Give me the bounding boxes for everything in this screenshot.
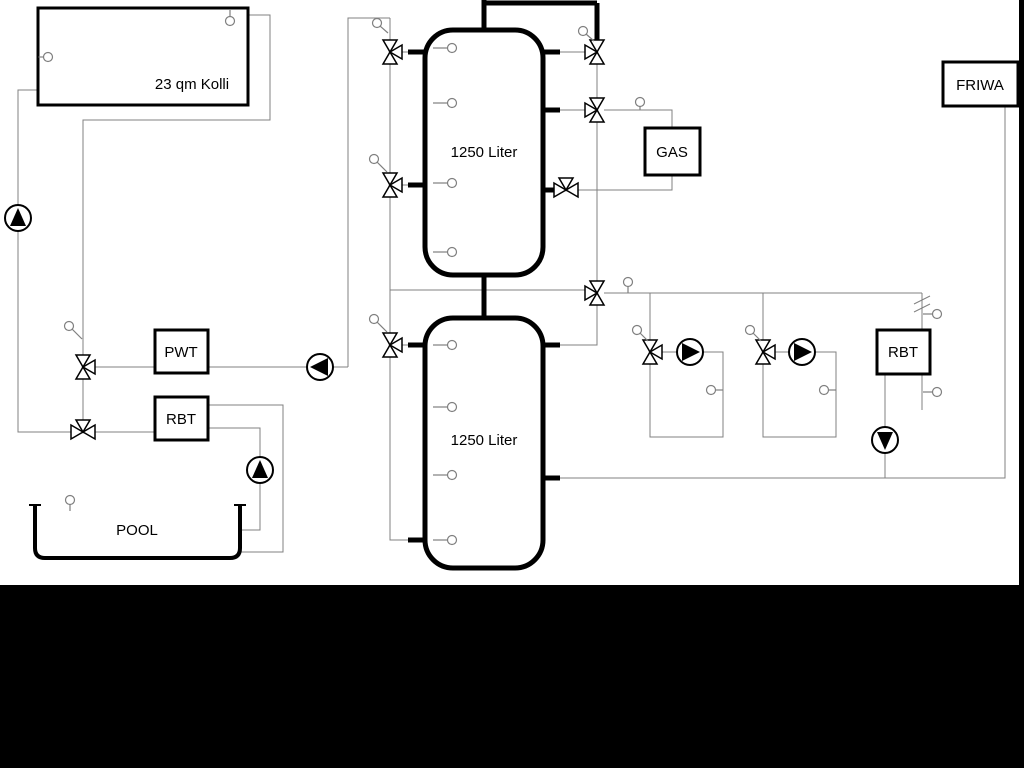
sensor-icon bbox=[368, 153, 380, 165]
three-way-valve-icon bbox=[754, 339, 776, 365]
sensor-icon bbox=[577, 25, 589, 37]
plate-heat-exchanger: PWT bbox=[153, 328, 210, 375]
buffer-tank-2-label: 1250 Liter bbox=[451, 432, 518, 449]
sensor-icon bbox=[42, 51, 54, 63]
sensor-icon bbox=[224, 15, 236, 27]
pipe-crossing-ticks bbox=[913, 295, 931, 313]
gas-boiler-label: GAS bbox=[656, 144, 688, 161]
sensors bbox=[38, 10, 943, 546]
pwt-label: PWT bbox=[164, 344, 197, 361]
sensor-icon bbox=[446, 469, 458, 481]
three-way-valve-icon bbox=[584, 97, 606, 123]
sensor-icon bbox=[446, 339, 458, 351]
gas-boiler: GAS bbox=[643, 126, 702, 177]
three-way-valve-icon bbox=[381, 172, 403, 198]
sensor-icon bbox=[705, 384, 717, 396]
sensor-icon bbox=[931, 386, 943, 398]
buffer-tank-1-label: 1250 Liter bbox=[451, 144, 518, 161]
sensor-icon bbox=[744, 324, 756, 336]
sensor-icon bbox=[631, 324, 643, 336]
three-way-valve-icon bbox=[381, 39, 403, 65]
sensor-icon bbox=[446, 401, 458, 413]
sensor-icon bbox=[368, 313, 380, 325]
three-way-valve-icon bbox=[584, 280, 606, 306]
three-way-valve-icon bbox=[553, 177, 579, 199]
pump-icon bbox=[4, 204, 32, 232]
sensor-icon bbox=[634, 96, 646, 108]
rbt-left-label: RBT bbox=[166, 411, 196, 428]
pool-basin: POOL bbox=[29, 504, 246, 560]
three-way-valve-icon bbox=[70, 419, 96, 441]
three-way-valve-icon bbox=[381, 332, 403, 358]
pump-icon bbox=[871, 426, 899, 454]
pool-label: POOL bbox=[116, 522, 158, 539]
pump-icon bbox=[306, 353, 334, 381]
sensor-icon bbox=[446, 177, 458, 189]
sensor-icon bbox=[622, 276, 634, 288]
pump-icon bbox=[246, 456, 274, 484]
collector-label: 23 qm Kolli bbox=[155, 76, 229, 93]
sensor-icon bbox=[371, 17, 383, 29]
buffer-tank-2: 1250 Liter bbox=[422, 315, 546, 571]
sensor-icon bbox=[64, 494, 76, 506]
three-way-valve-icon bbox=[74, 354, 96, 380]
mask-bottom bbox=[0, 585, 1024, 768]
sensor-icon bbox=[818, 384, 830, 396]
friwa-label: FRIWA bbox=[956, 77, 1004, 94]
pump-icon bbox=[788, 338, 816, 366]
friwa-station: FRIWA bbox=[941, 60, 1020, 108]
sensor-icon bbox=[63, 320, 75, 332]
three-way-valve-icon bbox=[641, 339, 663, 365]
solar-collector: 23 qm Kolli bbox=[36, 6, 250, 107]
buffer-tank-1: 1250 Liter bbox=[422, 27, 546, 278]
pump-icon bbox=[676, 338, 704, 366]
rbt-right-label: RBT bbox=[888, 344, 918, 361]
rbt-left: RBT bbox=[153, 395, 210, 442]
mask-right bbox=[1019, 0, 1024, 586]
three-way-valve-icon bbox=[584, 39, 606, 65]
sensor-icon bbox=[446, 534, 458, 546]
sensor-icon bbox=[446, 246, 458, 258]
sensor-icon bbox=[931, 308, 943, 320]
sensor-icon bbox=[446, 42, 458, 54]
rbt-right: RBT bbox=[875, 328, 932, 376]
sensor-icon bbox=[446, 97, 458, 109]
